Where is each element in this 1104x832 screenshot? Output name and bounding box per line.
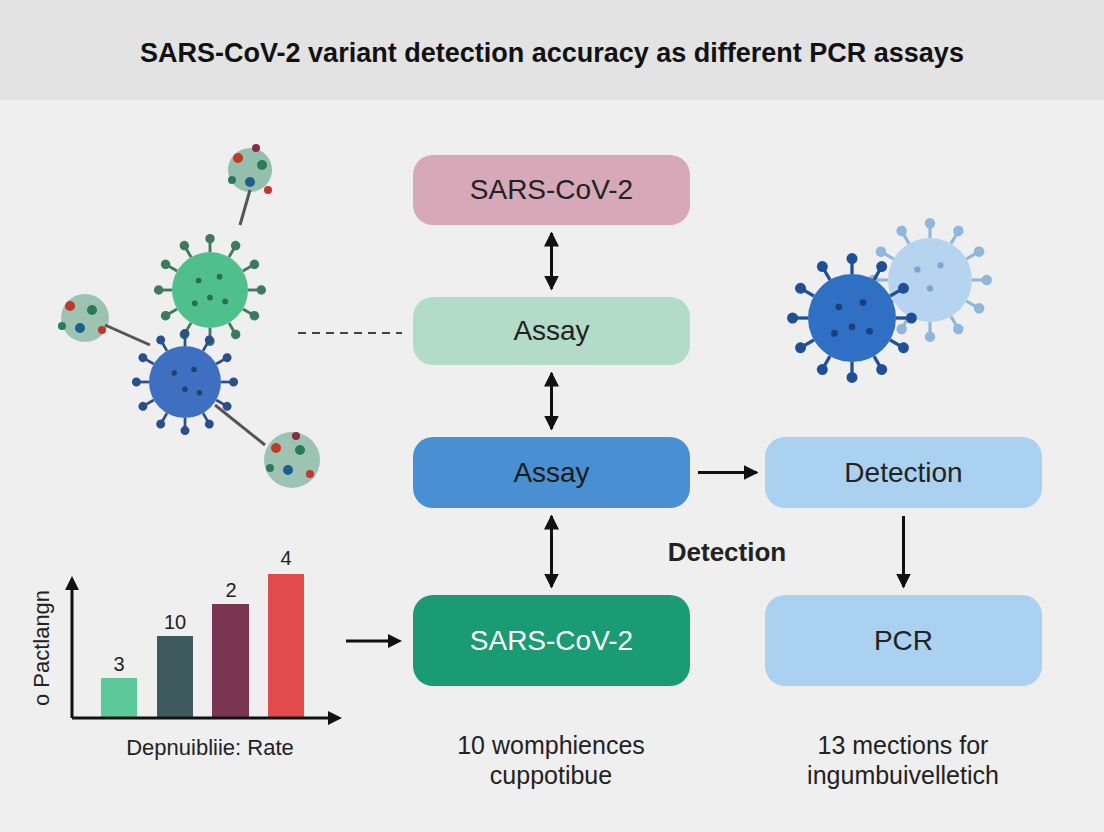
annotation: 10 womphiences cuppotibue (431, 730, 671, 790)
connector-arrow (698, 471, 757, 474)
virus (133, 330, 237, 434)
box-label: SARS-CoV-2 (470, 174, 633, 206)
connector-arrow (550, 373, 553, 429)
dashed-leader (298, 332, 402, 334)
leader-arrow (346, 634, 402, 648)
process-box: SARS-CoV-2 (413, 155, 690, 225)
connector-arrow (550, 233, 553, 289)
annotation: 10 (155, 610, 195, 634)
connector-arrow (902, 516, 905, 587)
process-box: Assay (413, 297, 690, 365)
process-box: PCR (765, 595, 1042, 686)
process-box: Detection (765, 437, 1042, 508)
connector-arrow (550, 516, 553, 587)
virus (155, 235, 264, 344)
title: SARS-CoV-2 variant detection accuracy as… (0, 38, 1104, 69)
annotation: Detection (627, 537, 827, 568)
box-label: SARS-CoV-2 (470, 625, 633, 657)
box-label: Assay (513, 457, 589, 489)
molecule (215, 405, 320, 488)
box-label: Assay (513, 315, 589, 347)
molecule (228, 144, 272, 225)
annotation: 3 (99, 652, 139, 676)
annotation: Depnuibliie: Rate (75, 735, 345, 761)
annotation: 2 (211, 578, 251, 602)
molecule (58, 294, 150, 345)
annotation: 4 (266, 546, 306, 570)
process-box: SARS-CoV-2 (413, 595, 690, 686)
bar-chart (65, 574, 342, 725)
process-box: Assay (413, 437, 690, 508)
annotation: o Pactlangn (29, 568, 55, 728)
box-label: Detection (844, 457, 962, 489)
box-label: PCR (874, 625, 933, 657)
virus (789, 255, 916, 382)
annotation: 13 mections for ingumbuivelletich (763, 730, 1043, 790)
